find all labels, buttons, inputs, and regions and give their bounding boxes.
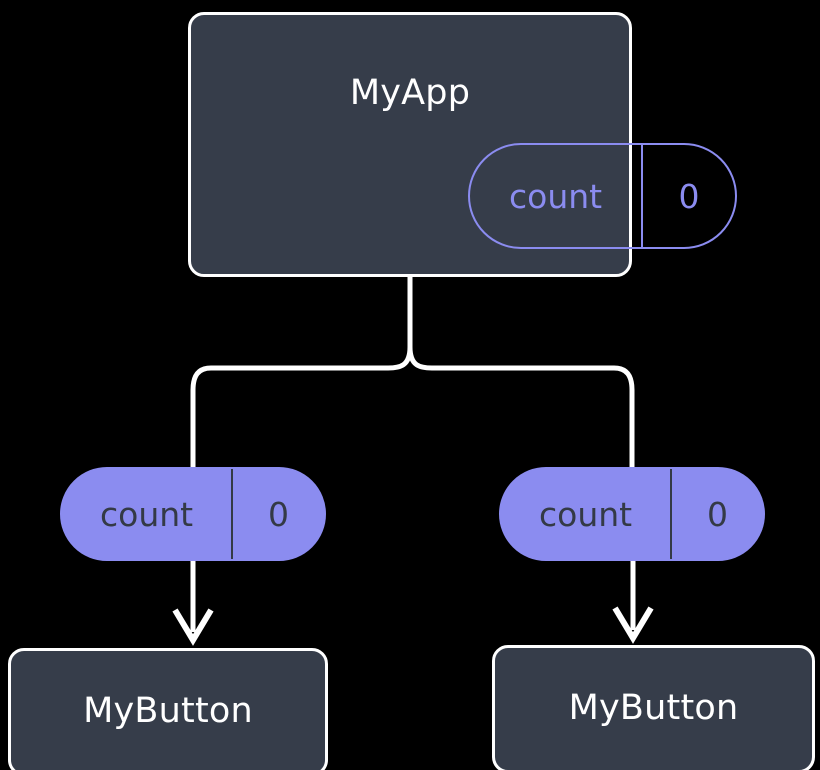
state-pill-child-left-count[interactable]: count 0: [60, 467, 326, 561]
state-pill-value: 0: [670, 469, 763, 559]
state-pill-key: count: [508, 176, 603, 216]
node-mybutton-left-title: MyButton: [83, 691, 253, 731]
state-pill-key: count: [538, 494, 633, 534]
edge-root-to-child-right: [407, 344, 635, 470]
state-pill-child-right-count[interactable]: count 0: [499, 467, 765, 561]
edge-root-to-children: [190, 274, 413, 470]
node-mybutton-right[interactable]: MyButton: [492, 645, 815, 770]
node-myapp[interactable]: MyApp count 0: [188, 12, 737, 277]
arrowhead-left-icon: [172, 608, 214, 646]
state-pill-key: count: [99, 494, 194, 534]
node-mybutton-left[interactable]: MyButton: [8, 648, 328, 770]
node-mybutton-right-title: MyButton: [568, 688, 739, 728]
node-myapp-title: MyApp: [349, 73, 471, 113]
arrowhead-right-icon: [612, 606, 654, 644]
state-pill-myapp-count[interactable]: count 0: [468, 143, 737, 249]
state-pill-value: 0: [231, 469, 324, 559]
state-pill-value: 0: [641, 145, 735, 247]
